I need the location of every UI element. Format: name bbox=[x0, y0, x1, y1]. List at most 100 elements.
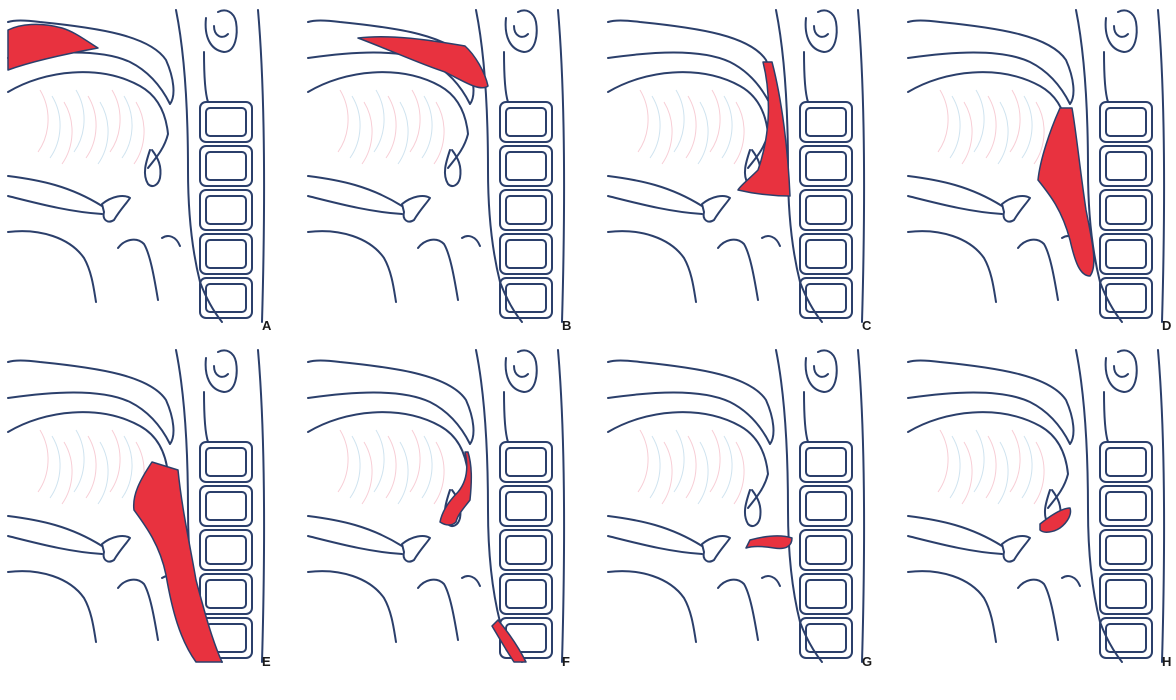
hyoid-bone bbox=[402, 196, 430, 222]
floor-of-mouth-outline bbox=[608, 516, 702, 554]
dens-outline bbox=[804, 392, 808, 442]
floor-of-mouth-outline bbox=[908, 176, 1002, 214]
larynx-outline bbox=[8, 231, 180, 302]
vertebra-inner bbox=[506, 536, 546, 564]
atlas-vertebra bbox=[806, 350, 837, 392]
hyoid-bone bbox=[102, 536, 130, 562]
vertebra-inner bbox=[806, 492, 846, 520]
spinal-column-outline bbox=[258, 10, 264, 322]
spinal-column-outline bbox=[858, 10, 864, 322]
atlas-vertebra bbox=[206, 10, 237, 52]
vertebra-inner bbox=[506, 108, 546, 136]
spinal-column-outline bbox=[558, 10, 564, 322]
tongue-outline bbox=[308, 72, 468, 168]
spinal-column-outline bbox=[858, 350, 864, 662]
panel-e: E bbox=[0, 340, 300, 680]
vertebra-inner bbox=[806, 240, 846, 268]
atlas-vertebra bbox=[506, 10, 537, 52]
vertebra-inner bbox=[206, 196, 246, 224]
cervical-spine bbox=[200, 10, 264, 322]
vertebra-inner bbox=[1106, 448, 1146, 476]
atlas-vertebra bbox=[806, 10, 837, 52]
vertebra-inner bbox=[1106, 152, 1146, 180]
floor-of-mouth-outline bbox=[8, 516, 102, 554]
panel-g: G bbox=[600, 340, 900, 680]
panel-d-label: D bbox=[1162, 318, 1171, 333]
dens-outline bbox=[504, 392, 508, 442]
vertebra-inner bbox=[806, 196, 846, 224]
vertebra-inner bbox=[206, 448, 246, 476]
food-bolus bbox=[8, 24, 98, 70]
spinal-column-outline bbox=[1158, 350, 1164, 662]
hyoid-bone bbox=[1002, 536, 1030, 562]
cervical-spine bbox=[500, 10, 564, 322]
panel-b: B bbox=[300, 0, 600, 340]
panel-a-label: A bbox=[262, 318, 271, 333]
atlas-vertebra bbox=[506, 350, 537, 392]
panel-e-drawing bbox=[0, 340, 300, 680]
panel-a: A bbox=[0, 0, 300, 340]
dens-outline bbox=[1104, 392, 1108, 442]
spinal-column-outline bbox=[258, 350, 264, 662]
cervical-spine bbox=[200, 350, 264, 662]
vertebra-inner bbox=[206, 536, 246, 564]
tongue-outline bbox=[908, 412, 1068, 508]
vertebra-inner bbox=[206, 108, 246, 136]
tongue-outline bbox=[8, 72, 168, 168]
food-bolus bbox=[358, 37, 488, 88]
dens-outline bbox=[804, 52, 808, 102]
panel-h-drawing bbox=[900, 340, 1176, 680]
panel-d-drawing bbox=[900, 0, 1176, 340]
cervical-spine bbox=[800, 350, 864, 662]
panel-d: D bbox=[900, 0, 1176, 340]
larynx-outline bbox=[308, 571, 480, 642]
vertebra-inner bbox=[1106, 580, 1146, 608]
panel-e-label: E bbox=[262, 654, 271, 669]
atlas-vertebra bbox=[1106, 10, 1137, 52]
floor-of-mouth-outline bbox=[8, 176, 102, 214]
vertebra-inner bbox=[806, 536, 846, 564]
floor-of-mouth-outline bbox=[308, 516, 402, 554]
vertebra-inner bbox=[506, 448, 546, 476]
dens-outline bbox=[204, 52, 208, 102]
hyoid-bone bbox=[702, 196, 730, 222]
larynx-outline bbox=[308, 231, 480, 302]
vertebra-inner bbox=[1106, 536, 1146, 564]
vertebra-inner bbox=[506, 492, 546, 520]
panel-h-label: H bbox=[1162, 654, 1171, 669]
hyoid-bone bbox=[1002, 196, 1030, 222]
vertebra-inner bbox=[806, 448, 846, 476]
panel-g-drawing bbox=[600, 340, 900, 680]
tongue-striations bbox=[938, 430, 1044, 504]
tongue-outline bbox=[308, 412, 468, 508]
spinal-column-outline bbox=[558, 350, 564, 662]
panel-c-label: C bbox=[862, 318, 871, 333]
spinal-column-outline bbox=[1158, 10, 1164, 322]
tongue-outline bbox=[608, 412, 768, 508]
larynx-outline bbox=[608, 571, 780, 642]
hyoid-bone bbox=[102, 196, 130, 222]
vertebra-inner bbox=[506, 580, 546, 608]
panel-g-label: G bbox=[862, 654, 872, 669]
panel-h: H bbox=[900, 340, 1176, 680]
panel-b-drawing bbox=[300, 0, 600, 340]
tongue-striations bbox=[938, 90, 1044, 164]
tongue-striations bbox=[638, 90, 744, 164]
floor-of-mouth-outline bbox=[608, 176, 702, 214]
tongue-striations bbox=[338, 430, 444, 504]
vertebra-inner bbox=[206, 492, 246, 520]
panel-a-drawing bbox=[0, 0, 300, 340]
vertebra-inner bbox=[1106, 108, 1146, 136]
floor-of-mouth-outline bbox=[308, 176, 402, 214]
food-bolus bbox=[440, 452, 526, 662]
larynx-outline bbox=[908, 231, 1080, 302]
dens-outline bbox=[204, 392, 208, 442]
vertebra-inner bbox=[806, 152, 846, 180]
vertebra-inner bbox=[806, 108, 846, 136]
hyoid-bone bbox=[702, 536, 730, 562]
dens-outline bbox=[504, 52, 508, 102]
larynx-outline bbox=[908, 571, 1080, 642]
vertebra-inner bbox=[1106, 240, 1146, 268]
floor-of-mouth-outline bbox=[908, 516, 1002, 554]
